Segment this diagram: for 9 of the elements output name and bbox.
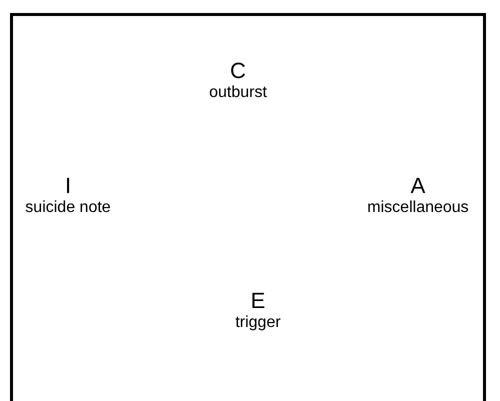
category-label: trigger <box>235 313 281 333</box>
frame-box <box>10 13 486 401</box>
category-letter: I <box>64 174 72 198</box>
category-label: outburst <box>209 83 267 103</box>
category-label: miscellaneous <box>367 198 469 218</box>
category-letter: C <box>230 59 246 83</box>
category-label: suicide note <box>25 198 111 218</box>
category-letter: A <box>410 174 426 198</box>
category-letter: E <box>250 289 266 313</box>
